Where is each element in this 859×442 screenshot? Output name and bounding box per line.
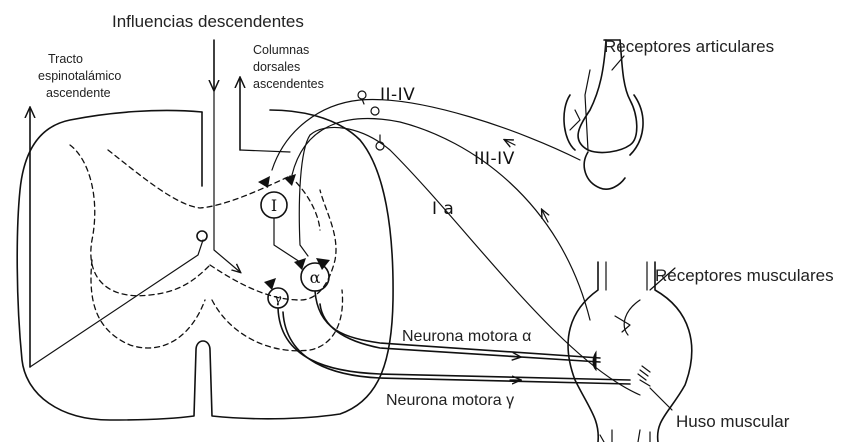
pointer-huso <box>650 388 672 410</box>
columnas-label-2: dorsales <box>253 60 300 74</box>
tracto-label-1: Tracto <box>48 52 83 66</box>
tracto-label-2: espinotalámico <box>38 69 121 83</box>
descending-pathway <box>214 90 240 272</box>
fibra-iii-iv-label: III-IV <box>474 149 515 169</box>
alpha-cell-label: α <box>310 268 321 287</box>
receptores-articulares-label: Receptores articulares <box>604 37 774 56</box>
columnas-label-1: Columnas <box>253 43 309 57</box>
tracto-pathway <box>30 240 203 367</box>
neurona-gamma-label: Neurona motora γ <box>386 392 514 409</box>
interneuron-label: I <box>271 196 277 215</box>
tracto-label-3: ascendente <box>46 86 111 100</box>
muscle-graphic <box>568 262 692 442</box>
fibra-ii-iv-label: II-IV <box>380 85 415 105</box>
neurona-alfa-label: Neurona motora α <box>402 328 531 345</box>
gamma-cell-label: γ <box>274 292 282 307</box>
receptores-musculares-label: Receptores musculares <box>655 266 834 285</box>
columnas-label-3: ascendentes <box>253 77 324 91</box>
spinal-cord-outline <box>17 110 393 420</box>
huso-muscular-label: Huso muscular <box>676 412 790 431</box>
afferent-fibers <box>272 91 640 395</box>
joint-graphic <box>564 40 643 189</box>
columnas-branch <box>240 150 290 152</box>
central-canal <box>197 231 207 241</box>
fibra-ia-label: I a <box>432 199 454 219</box>
neurons: I α γ <box>258 174 330 308</box>
influencias-label: Influencias descendentes <box>112 12 304 31</box>
